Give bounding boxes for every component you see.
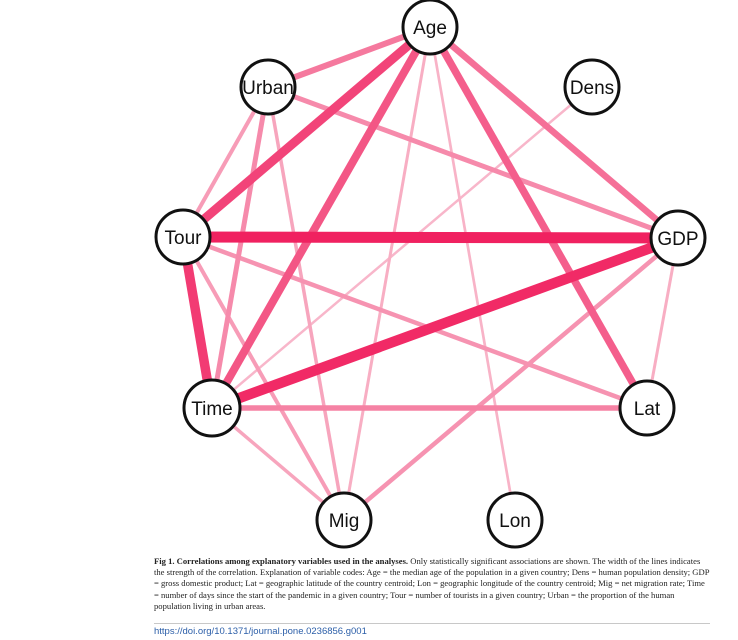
node-label: Time [191,399,233,420]
edge-gdp-mig [342,236,680,522]
node-dens: Dens [563,58,621,116]
node-label: Urban [242,78,294,99]
node-lat: Lat [618,379,676,437]
node-label: Dens [570,78,614,99]
node-urban: Urban [239,58,297,116]
node-tour: Tour [154,208,212,266]
caption-divider [154,623,710,624]
node-circle [563,58,621,116]
edge-dens-time [211,86,593,409]
edge-age-mig [342,26,432,521]
edge-age-gdp [427,24,681,241]
caption-label: Fig 1. Correlations among explanatory va… [154,556,409,566]
edge-tour-lat [182,234,648,411]
node-circle [239,58,297,116]
node-circle [486,491,544,549]
edge-urban-tour [181,86,270,238]
edge-age-urban [266,24,432,90]
caption-text: Only statistically significant associati… [154,556,710,611]
node-label: GDP [657,229,698,250]
node-label: Tour [165,228,203,249]
figure-caption: Fig 1. Correlations among explanatory va… [154,556,710,612]
node-label: Lat [634,399,661,420]
edge-age-lon [428,26,517,521]
edge-time-gdp [210,233,680,413]
edge-urban-time [209,86,271,409]
edge-age-lat [426,25,651,410]
node-mig: Mig [315,491,373,549]
node-circle [401,0,459,56]
doi-link[interactable]: https://doi.org/10.1371/journal.pone.023… [154,626,367,637]
node-gdp: GDP [649,209,707,267]
node-circle [315,491,373,549]
edge-tour-gdp [182,231,679,244]
node-label: Mig [329,511,360,532]
edge-gdp-lat [645,237,680,409]
edge-age-tour [180,23,433,241]
edge-tour-mig [181,236,346,521]
node-circle [154,208,212,266]
node-circle [618,379,676,437]
node-lon: Lon [486,491,544,549]
node-circle [182,378,242,438]
node-time: Time [182,378,242,438]
node-label: Age [413,18,447,39]
node-circle [649,209,707,267]
node-label: Lon [499,511,531,532]
node-age: Age [401,0,459,56]
edge-age-time [208,25,434,410]
